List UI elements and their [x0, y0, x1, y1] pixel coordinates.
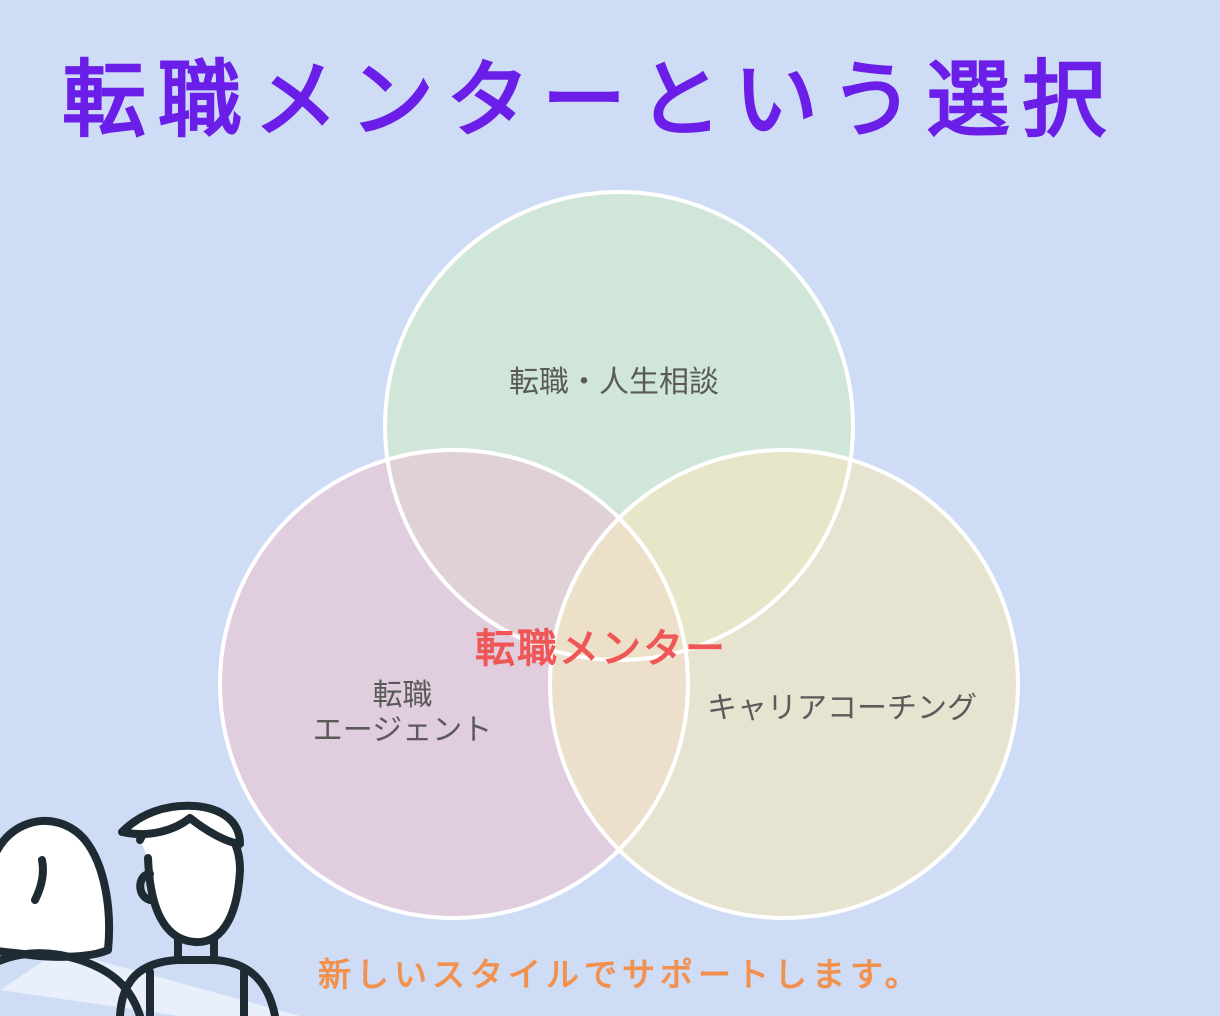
right-person-body	[116, 956, 279, 1016]
venn-outlines	[218, 190, 1020, 920]
venn-outline-top	[383, 190, 855, 662]
left-person-part-line	[31, 856, 47, 904]
two-people-icon	[0, 801, 300, 1016]
page-title: 転職メンターという選択	[62, 51, 1119, 149]
venn-label-left-line2: エージェント	[312, 712, 493, 748]
venn-label-left: 転職 エージェント	[300, 678, 505, 748]
venn-fills	[220, 192, 1018, 918]
venn-circle-right	[550, 450, 1018, 918]
venn-circle-left	[220, 450, 688, 918]
venn-outline-left	[218, 448, 690, 920]
venn-label-top: 転職・人生相談	[509, 365, 719, 400]
left-person-hair	[0, 816, 114, 961]
venn-label-right: キャリアコーチング	[707, 691, 977, 726]
tagline: 新しいスタイルでサポートします。	[318, 955, 923, 994]
venn-outline-right	[548, 448, 1020, 920]
venn-label-left-line1: 転職	[372, 678, 433, 713]
right-person-hair	[118, 801, 244, 848]
right-person-ear	[136, 870, 154, 904]
venn-center-label: 転職メンター	[475, 626, 727, 672]
